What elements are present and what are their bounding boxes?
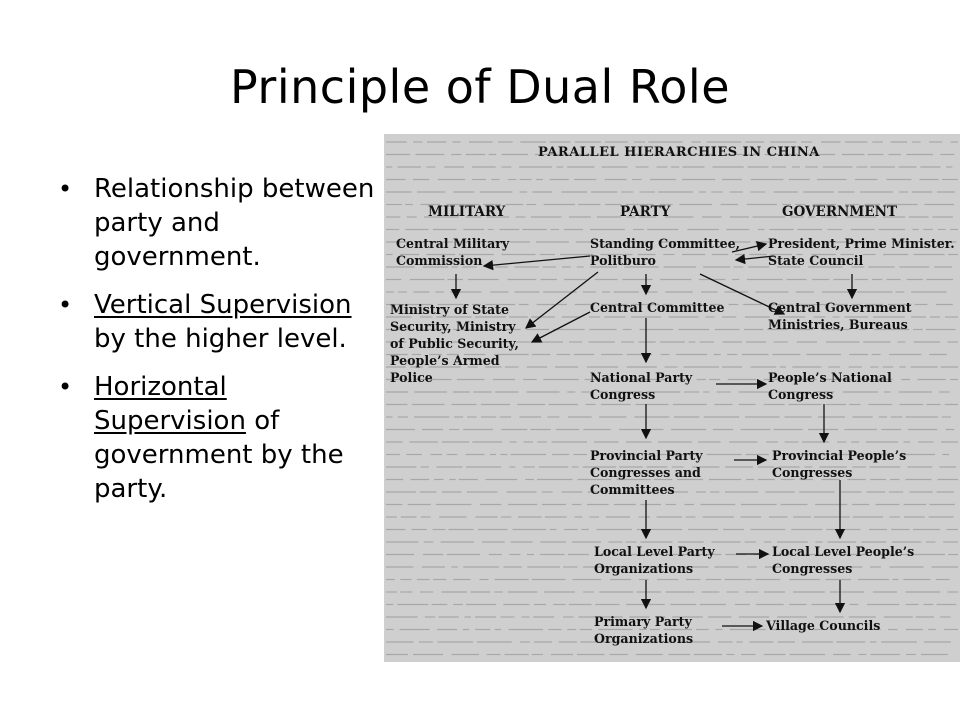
arrow (482, 255, 591, 271)
node-line: Central Military (396, 236, 510, 251)
node-line: Politburo (590, 253, 656, 268)
node-line: Local Level Party (594, 544, 715, 559)
node-line: Local Level People’s (772, 544, 914, 559)
figure-title: PARALLEL HIERARCHIES IN CHINA (538, 145, 820, 160)
node-line: Congresses (772, 561, 852, 576)
node-village: Village Councils (765, 618, 880, 633)
underlined-term: Horizontal Supervision (94, 372, 246, 436)
node-line: Congresses and (590, 465, 701, 480)
node-central-committee: Central Committee (590, 300, 725, 315)
scanned-background-text (386, 141, 958, 656)
node-line: Ministry of State (390, 302, 509, 317)
bullet-item: • Relationship between party and governme… (58, 172, 378, 274)
bullet-list: • Relationship between party and governme… (58, 172, 378, 520)
bullet-text: by the higher level. (94, 324, 347, 354)
arrow (734, 253, 775, 265)
node-line: Congress (590, 387, 655, 402)
node-line: Commission (396, 253, 482, 268)
node-line: Police (390, 370, 433, 385)
parallel-hierarchies-figure: PARALLEL HIERARCHIES IN CHINA MILITARY P… (384, 134, 960, 662)
node-line: State Council (768, 253, 863, 268)
slide-title: Principle of Dual Role (230, 60, 730, 114)
node-line: Provincial Party (590, 448, 703, 463)
node-line: Village Councils (765, 618, 880, 633)
bullet-text: of government by the party. (94, 406, 344, 504)
column-government: GOVERNMENT (782, 204, 897, 220)
node-president: President, Prime Minister. State Council (768, 236, 955, 268)
column-party: PARTY (620, 204, 671, 220)
arrow (699, 273, 786, 315)
node-line: President, Prime Minister. (768, 236, 955, 251)
arrow (731, 241, 768, 253)
hierarchy-diagram: PARALLEL HIERARCHIES IN CHINA MILITARY P… (386, 141, 958, 656)
diagram-arrows (450, 241, 858, 632)
node-line: Congress (768, 387, 833, 402)
node-line: Organizations (594, 631, 693, 646)
node-line: Central Government (768, 300, 912, 315)
node-line: Organizations (594, 561, 693, 576)
underlined-term: Vertical Supervision (94, 290, 352, 320)
bullet-item: • Vertical Supervision by the higher leve… (58, 288, 378, 356)
node-line: Standing Committee, (590, 236, 740, 251)
arrow (530, 311, 591, 343)
bullet-dot-icon: • (58, 175, 73, 203)
node-line: Committees (590, 482, 675, 497)
node-line: Central Committee (590, 300, 725, 315)
bullet-dot-icon: • (58, 291, 73, 319)
node-line: Congresses (772, 465, 852, 480)
bullet-dot-icon: • (58, 373, 73, 401)
node-line: Provincial People’s (772, 448, 906, 463)
node-line: National Party (590, 370, 693, 385)
node-line: Ministries, Bureaus (768, 317, 908, 332)
column-military: MILITARY (428, 204, 506, 220)
node-line: People’s National (768, 370, 892, 385)
bullet-item: • Horizontal Supervision of government by… (58, 370, 378, 506)
arrow (524, 271, 599, 329)
node-line: of Public Security, (390, 336, 519, 351)
node-standing: Standing Committee, Politburo (590, 236, 740, 268)
node-line: People’s Armed (390, 353, 500, 368)
bullet-text: Relationship between party and governmen… (94, 174, 375, 272)
node-line: Security, Ministry (390, 319, 516, 334)
node-line: Primary Party (594, 614, 692, 629)
